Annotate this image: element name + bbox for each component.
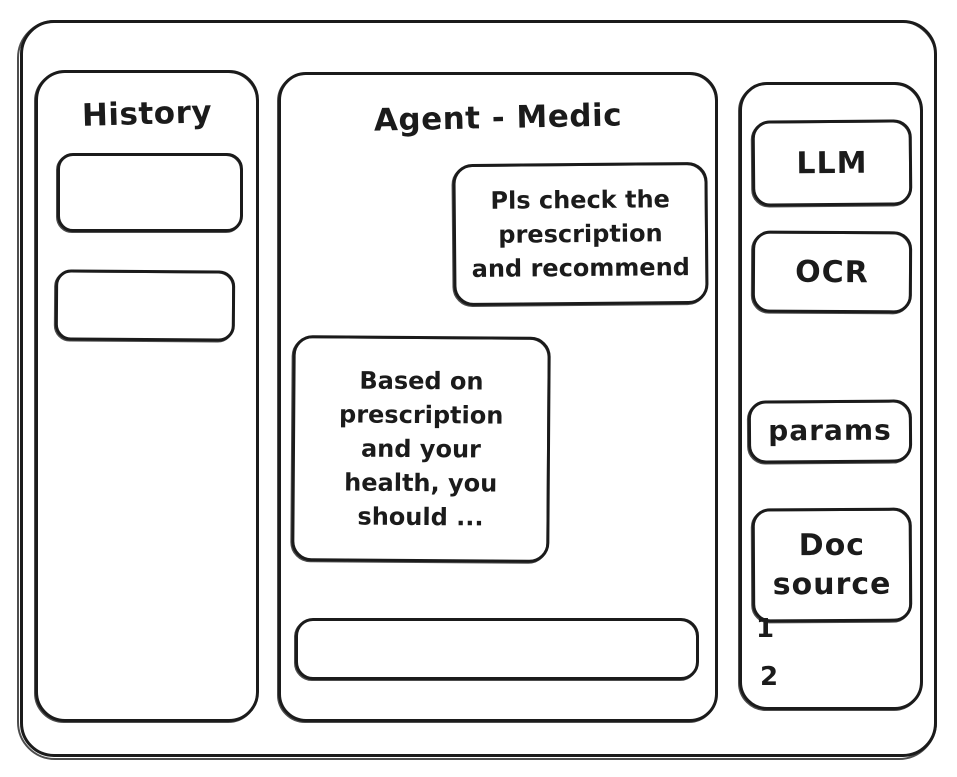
history-list-item[interactable]	[54, 269, 236, 342]
tool-button-params[interactable]: params	[747, 399, 913, 464]
tool-button-ocr-label: OCR	[795, 254, 869, 290]
tool-button-params-label: params	[768, 413, 892, 448]
chat-bubble-user: Pls check the prescription and recommend	[452, 161, 709, 307]
history-list-item[interactable]	[56, 153, 243, 233]
tool-button-llm-label: LLM	[796, 145, 868, 181]
tool-button-doc-source-label: Doc source	[772, 527, 892, 603]
message-input[interactable]	[294, 618, 699, 681]
chat-bubble-user-text: Pls check the prescription and recommend	[471, 185, 691, 283]
tool-button-doc-source[interactable]: Doc source	[751, 507, 913, 623]
chat-bubble-agent-text: Based on prescription and your health, y…	[338, 366, 504, 532]
tool-button-ocr[interactable]: OCR	[751, 230, 913, 314]
history-panel-title: History	[81, 94, 213, 134]
tool-button-llm[interactable]: LLM	[751, 119, 913, 207]
doc-source-list-item[interactable]: 2	[760, 662, 779, 692]
chat-bubble-agent: Based on prescription and your health, y…	[291, 335, 551, 563]
doc-source-list-item[interactable]: 1	[756, 614, 775, 644]
